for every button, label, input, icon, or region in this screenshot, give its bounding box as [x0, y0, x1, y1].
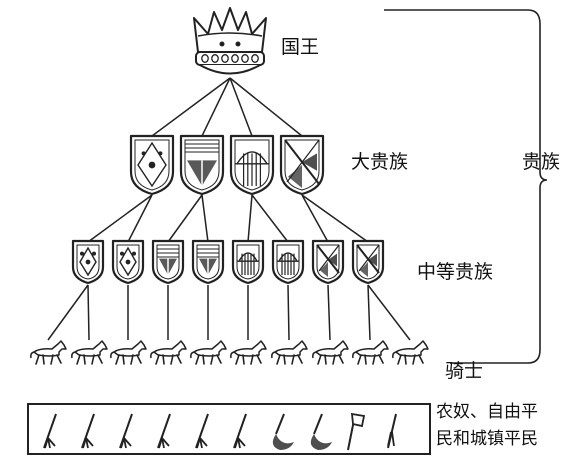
hierarchy-connector-lines [47, 77, 411, 341]
peasant-tool-icon [233, 413, 247, 449]
connector-line [327, 284, 331, 341]
connector-line [87, 194, 153, 243]
middle-noble-shield-icon [311, 239, 345, 285]
crown-icon [193, 7, 267, 75]
connector-line [367, 284, 411, 341]
peasant-tool-icon [157, 413, 171, 449]
peasants-label: 农奴、自由平 民和城镇平民 [436, 399, 538, 453]
connector-line [151, 77, 231, 137]
great-noble-shield-icon [279, 134, 325, 196]
peasant-tool-icon [310, 413, 332, 450]
peasants-label-line1: 农奴、自由平 [436, 402, 538, 422]
peasant-tool-icon [43, 413, 57, 449]
middle-noble-shield-icon [71, 239, 105, 285]
knight-horse-icon [271, 340, 308, 365]
peasant-tool-icon [81, 413, 95, 449]
peasant-tool-icon [195, 413, 209, 449]
middle-nobles-label: 中等贵族 [417, 261, 494, 283]
peasant-tool-icon [119, 413, 133, 449]
middle-noble-shield-icon [111, 239, 145, 285]
connector-line [247, 194, 253, 243]
connector-line [201, 194, 209, 243]
peasants-label-line2: 民和城镇平民 [436, 429, 538, 449]
connector-line [127, 194, 153, 243]
middle-noble-shield-icon [231, 239, 265, 285]
connector-line [301, 194, 329, 243]
nobility-bracket [384, 9, 548, 364]
knight-horse-icon [71, 340, 108, 365]
great-nobles-label: 大贵族 [351, 151, 409, 173]
knight-horse-icon [230, 340, 267, 365]
knight-horse-icon [352, 340, 389, 365]
connector-line [87, 284, 90, 341]
great-noble-shield-icon [179, 134, 225, 196]
knight-horse-icon [150, 340, 187, 365]
nobility-bracket-label: 贵族 [522, 151, 561, 173]
peasant-tool-icon [347, 412, 366, 451]
middle-noble-shield-icon [151, 239, 185, 285]
knight-horse-icon [392, 340, 429, 365]
connector-line [251, 194, 289, 243]
connector-line [47, 284, 89, 341]
knight-horse-icon [190, 340, 227, 365]
knight-horse-icon [30, 340, 67, 365]
connector-line [287, 284, 290, 341]
peasants-tool-box [27, 403, 431, 455]
connector-line [229, 77, 253, 137]
knight-horse-icon [110, 340, 147, 365]
great-noble-shield-icon [229, 134, 275, 196]
connector-line [367, 284, 371, 341]
knights-label: 骑士 [445, 360, 484, 382]
peasant-tool-icon [387, 413, 397, 449]
middle-noble-shield-icon [191, 239, 225, 285]
connector-line [167, 194, 203, 243]
connector-line [301, 194, 369, 243]
knight-horse-icon [312, 340, 349, 365]
king-label: 国王 [281, 36, 320, 58]
middle-noble-shield-icon [271, 239, 305, 285]
great-noble-shield-icon [129, 134, 175, 196]
middle-noble-shield-icon [351, 239, 385, 285]
peasant-tool-icon [272, 413, 294, 450]
connector-line [229, 77, 303, 137]
connector-line [201, 77, 231, 137]
